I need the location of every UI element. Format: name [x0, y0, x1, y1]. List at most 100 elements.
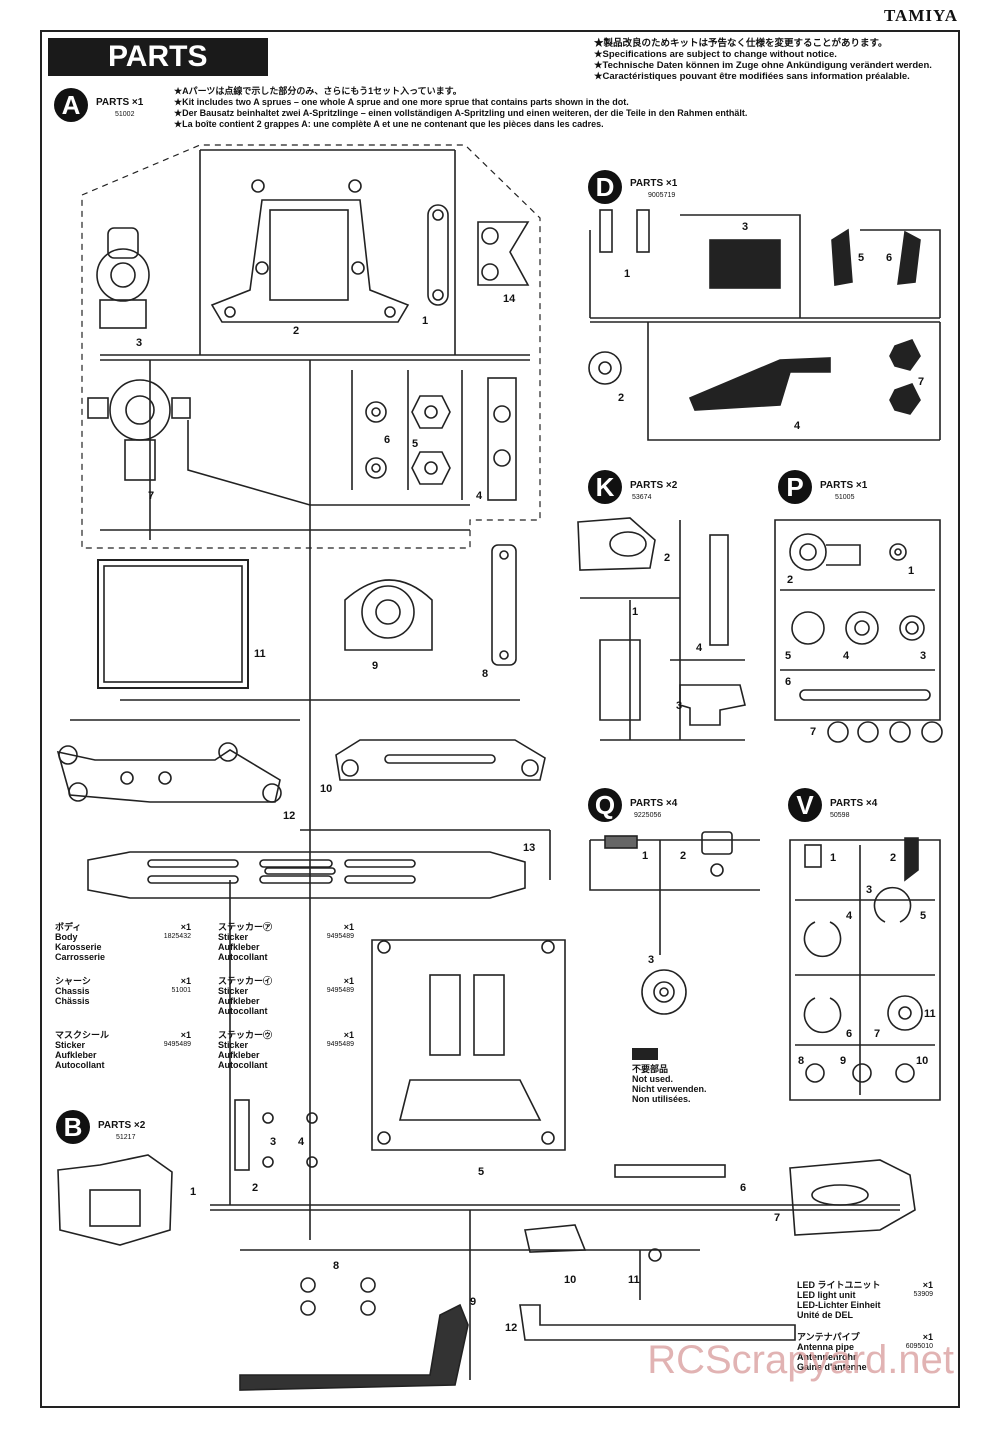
- part-a5-a6: [365, 395, 451, 485]
- led-unit-line: LED-Lichter Einheit: [797, 1300, 881, 1310]
- sprue-a-code: 51002: [115, 111, 135, 118]
- sprue-v-num: 3: [866, 884, 873, 896]
- parts-list-item-qty: ×1: [180, 1030, 191, 1040]
- part-a3: [96, 227, 150, 329]
- sprue-k-badge: K: [588, 470, 622, 504]
- parts-list-item-line: Aufkleber: [218, 942, 260, 952]
- part-b12: [519, 1304, 796, 1341]
- part-a11: [97, 559, 249, 689]
- parts-list-item-code: 51001: [171, 987, 191, 994]
- antenna-line: Gaine d'antenne: [797, 1362, 867, 1372]
- parts-list-item-line: Karosserie: [55, 942, 102, 952]
- parts-list-item-line: Chässis: [55, 996, 90, 1006]
- sprue-d-label: PARTS ×1: [630, 178, 678, 189]
- sprue-p-label: PARTS ×1: [820, 480, 868, 491]
- sprue-b-num: 12: [505, 1322, 518, 1334]
- parts-list-item-line: Autocollant: [55, 1060, 105, 1070]
- sprue-q-badge: Q: [588, 788, 622, 822]
- sprue-p-num: 5: [785, 650, 792, 662]
- sprue-b-num: 2: [252, 1182, 259, 1194]
- parts-list-item-jp: ステッカー㋒: [218, 1030, 273, 1040]
- not-used-line: Nicht verwenden.: [632, 1084, 707, 1094]
- page-title: PARTS: [48, 38, 268, 76]
- sprue-a-note-de: ★Der Bausatz beinhaltet zwei A-Spritzlin…: [174, 108, 748, 118]
- sprue-d-num: 3: [742, 221, 749, 233]
- led-unit-code: 53909: [913, 1291, 933, 1298]
- sprue-q-label: PARTS ×4: [630, 798, 678, 809]
- antenna-jp: アンテナパイプ: [797, 1332, 860, 1342]
- sprue-a-num: 9: [372, 660, 379, 672]
- parts-list-item-code: 1825432: [163, 933, 191, 940]
- page-frame: [40, 30, 960, 1408]
- parts-list-item-line: Aufkleber: [55, 1050, 97, 1060]
- sprue-b-num: 11: [628, 1274, 640, 1286]
- sprue-q-num: 1: [642, 850, 649, 862]
- part-b5: [371, 939, 566, 1151]
- led-unit-qty: ×1: [922, 1280, 933, 1290]
- not-used-legend: 不要部品 Not used. Nicht verwenden. Non util…: [632, 1064, 707, 1104]
- sprue-d-code: 9005719: [648, 192, 676, 199]
- sprue-k-label: PARTS ×2: [630, 480, 678, 491]
- not-used-swatch: [632, 1048, 658, 1060]
- sprue-b-code: 51217: [116, 1134, 136, 1141]
- sprue-p-badge: P: [778, 470, 812, 504]
- parts-list-item-qty: ×1: [343, 922, 354, 932]
- sprue-k-code: 53674: [632, 494, 652, 501]
- parts-list-item-line: Autocollant: [218, 952, 268, 962]
- sprue-k-num: 1: [632, 606, 639, 618]
- parts-list-item-qty: ×1: [180, 922, 191, 932]
- part-b1: [57, 1154, 173, 1246]
- sprue-a-notes: ★Aパーツは点線で示した部分のみ、さらにもう1セット入っています。 ★Kit i…: [174, 86, 747, 130]
- sprue-a-num: 11: [254, 648, 266, 660]
- part-a2: [210, 179, 410, 323]
- sprue-a-num: 3: [136, 337, 143, 349]
- parts-list-item-line: Autocollant: [218, 1060, 268, 1070]
- sprue-q-num: 2: [680, 850, 687, 862]
- parts-list-item-line: Sticker: [218, 1040, 249, 1050]
- sprue-d-num: 2: [618, 392, 625, 404]
- part-b6: [614, 1164, 726, 1178]
- sprue-d-badge: D: [588, 170, 622, 204]
- parts-list-item-code: 9495489: [326, 933, 354, 940]
- sprue-v-label: PARTS ×4: [830, 798, 878, 809]
- parts-list-item-jp: ボディ: [55, 922, 82, 932]
- sprue-k-num: 3: [676, 700, 683, 712]
- sprue-v: [789, 837, 941, 1101]
- part-b7: [789, 1159, 916, 1236]
- sprue-k-num: 4: [696, 642, 703, 654]
- part-a14: [477, 221, 530, 286]
- part-b10: [524, 1224, 587, 1253]
- part-b11: [648, 1248, 662, 1262]
- watermark: RCScrapyard.net: [647, 1338, 954, 1382]
- antenna-code: 6095010: [905, 1343, 933, 1350]
- parts-list-item-line: Chassis: [55, 986, 90, 996]
- parts-list-item-qty: ×1: [343, 976, 354, 986]
- parts-list-item-line: Carrosserie: [55, 952, 106, 962]
- parts-list-item-jp: シャーシ: [55, 976, 91, 986]
- sprue-v-num: 10: [916, 1055, 929, 1067]
- sprue-b-num: 7: [774, 1212, 781, 1224]
- sprue-a-badge: A: [54, 88, 88, 122]
- sprue-v-num: 8: [798, 1055, 805, 1067]
- sprue-b-badge: B: [56, 1110, 90, 1144]
- sprue-v-code: 50598: [830, 812, 850, 819]
- parts-list-item-jp: ステッカー㋑: [218, 976, 273, 986]
- led-unit-jp: LED ライトユニット: [797, 1280, 881, 1290]
- sprue-a-note-jp: ★Aパーツは点線で示した部分のみ、さらにもう1セット入っています。: [174, 86, 462, 96]
- sprue-q-code: 9225056: [634, 812, 662, 819]
- parts-list-item-line: Sticker: [55, 1040, 86, 1050]
- sprue-b-num: 1: [190, 1186, 197, 1198]
- not-used-line: Non utilisées.: [632, 1094, 691, 1104]
- sprue-a-note-en: ★Kit includes two A sprues – one whole A…: [174, 97, 629, 107]
- sprue-v-num: 4: [846, 910, 853, 922]
- part-a4: [487, 377, 517, 501]
- sprue-b-num: 6: [740, 1182, 747, 1194]
- parts-list-item-line: Sticker: [218, 932, 249, 942]
- part-a10: [335, 739, 546, 781]
- sprue-v-num: 9: [840, 1055, 847, 1067]
- sprue-v-num: 6: [846, 1028, 853, 1040]
